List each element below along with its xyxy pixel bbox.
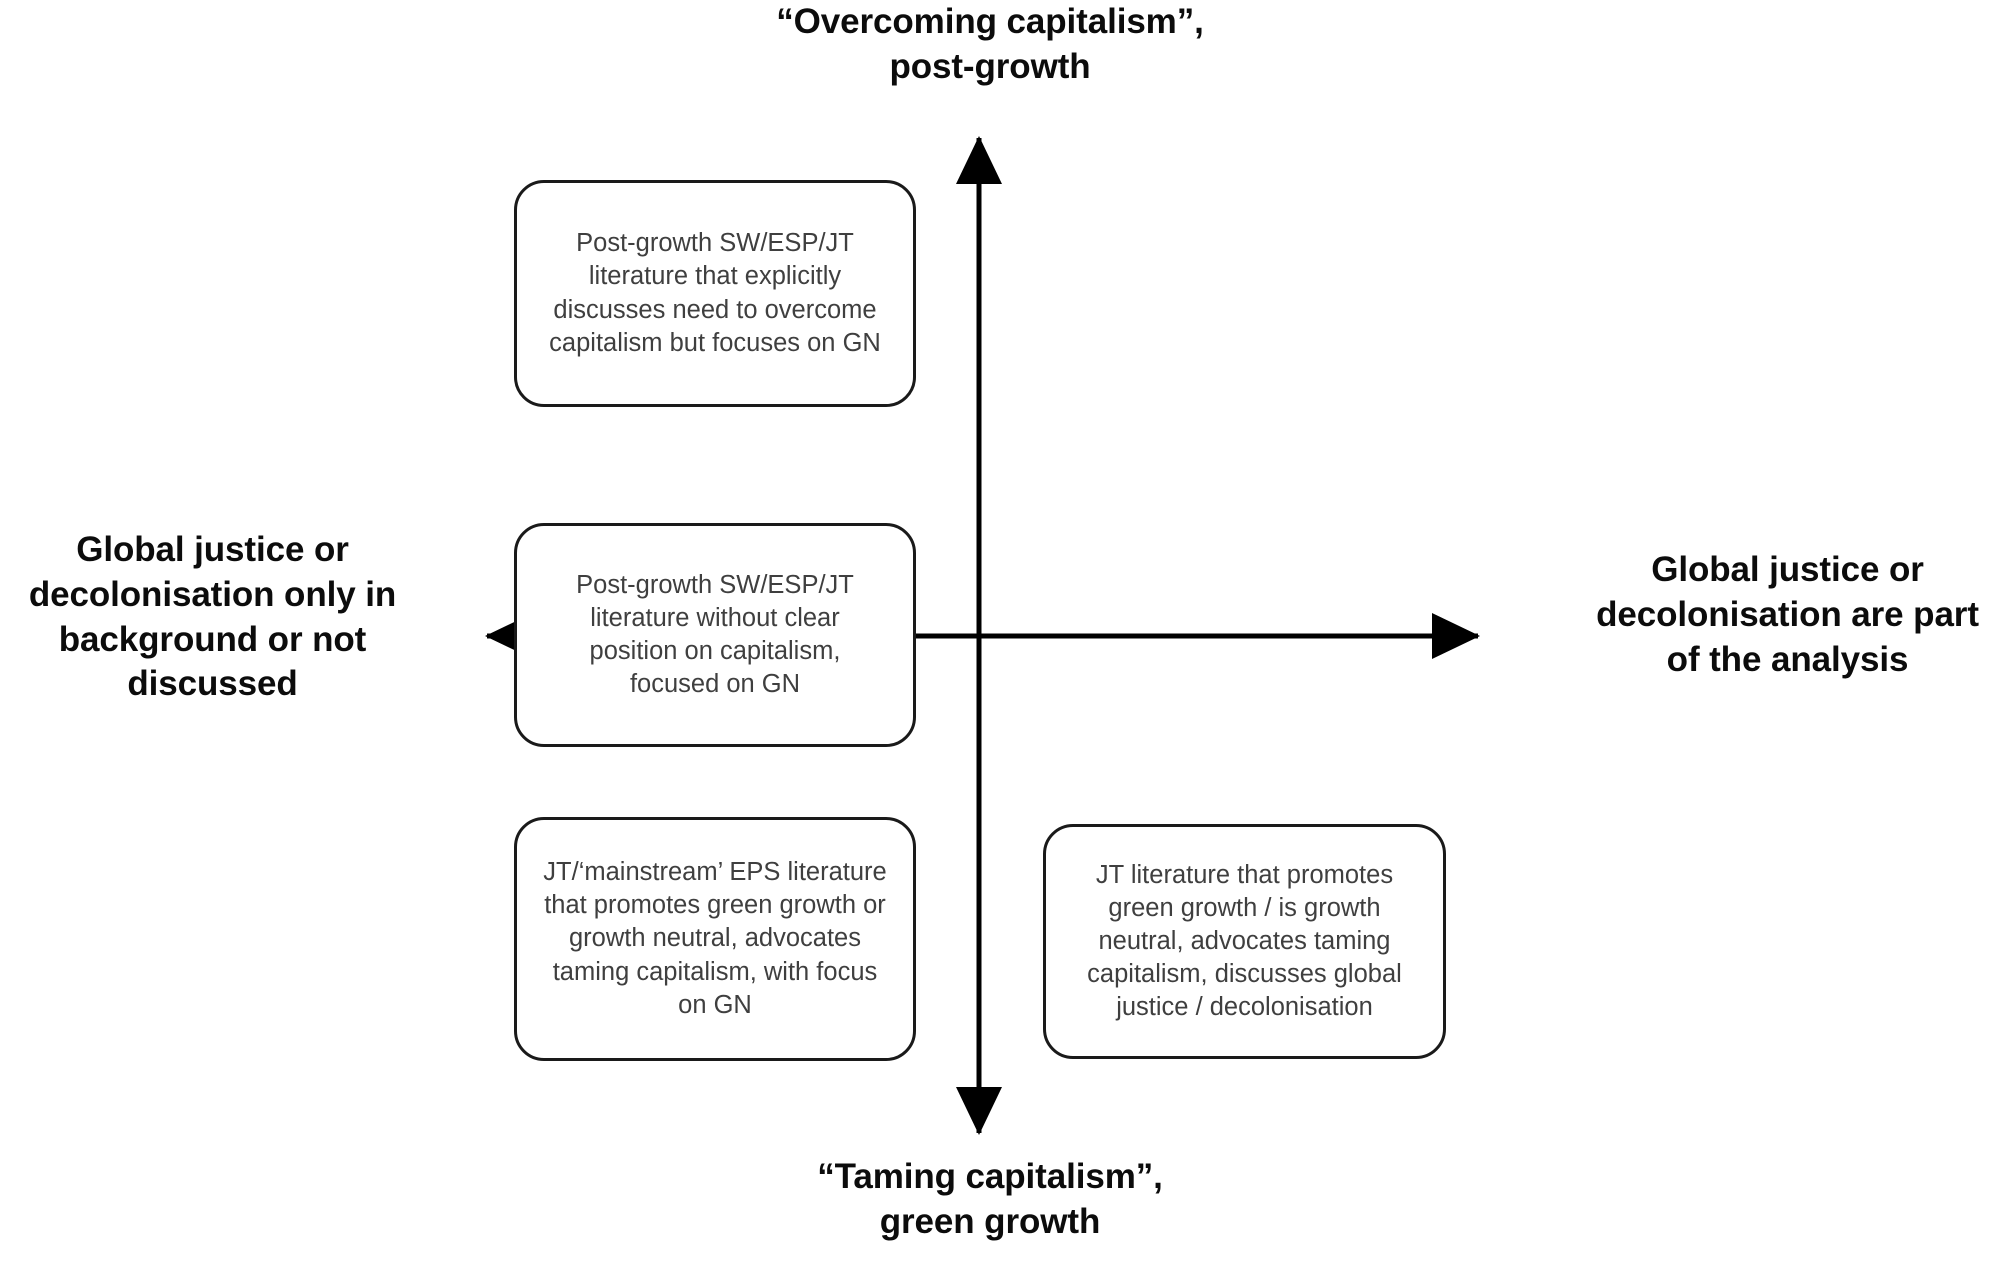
quadrant-box-lower-left[interactable]: JT/‘mainstream’ EPS literature that prom… [514, 817, 916, 1061]
quadrant-box-upper-left-text: Post-growth SW/ESP/JT literature that ex… [549, 229, 881, 357]
axis-arrow-up [956, 136, 1002, 184]
axis-arrow-down [956, 1087, 1002, 1135]
axis-label-top: “Overcoming capitalism”, post-growth [776, 2, 1204, 86]
quadrant-box-lower-left-text: JT/‘mainstream’ EPS literature that prom… [543, 858, 887, 1019]
quadrant-box-middle-left-text: Post-growth SW/ESP/JT literature without… [576, 570, 854, 699]
quadrant-box-middle-left[interactable]: Post-growth SW/ESP/JT literature without… [514, 523, 916, 747]
quadrant-box-lower-right[interactable]: JT literature that promotes green growth… [1043, 824, 1446, 1059]
quadrant-box-upper-left[interactable]: Post-growth SW/ESP/JT literature that ex… [514, 180, 916, 407]
axis-label-right: Global justice or decolonisation are par… [1596, 550, 1979, 679]
axis-label-left: Global justice or decolonisation only in… [28, 530, 397, 704]
axis-arrow-right [1432, 613, 1480, 659]
quadrant-box-lower-right-text: JT literature that promotes green growth… [1087, 860, 1402, 1022]
axis-label-bottom: “Taming capitalism”, green growth [817, 1157, 1163, 1241]
